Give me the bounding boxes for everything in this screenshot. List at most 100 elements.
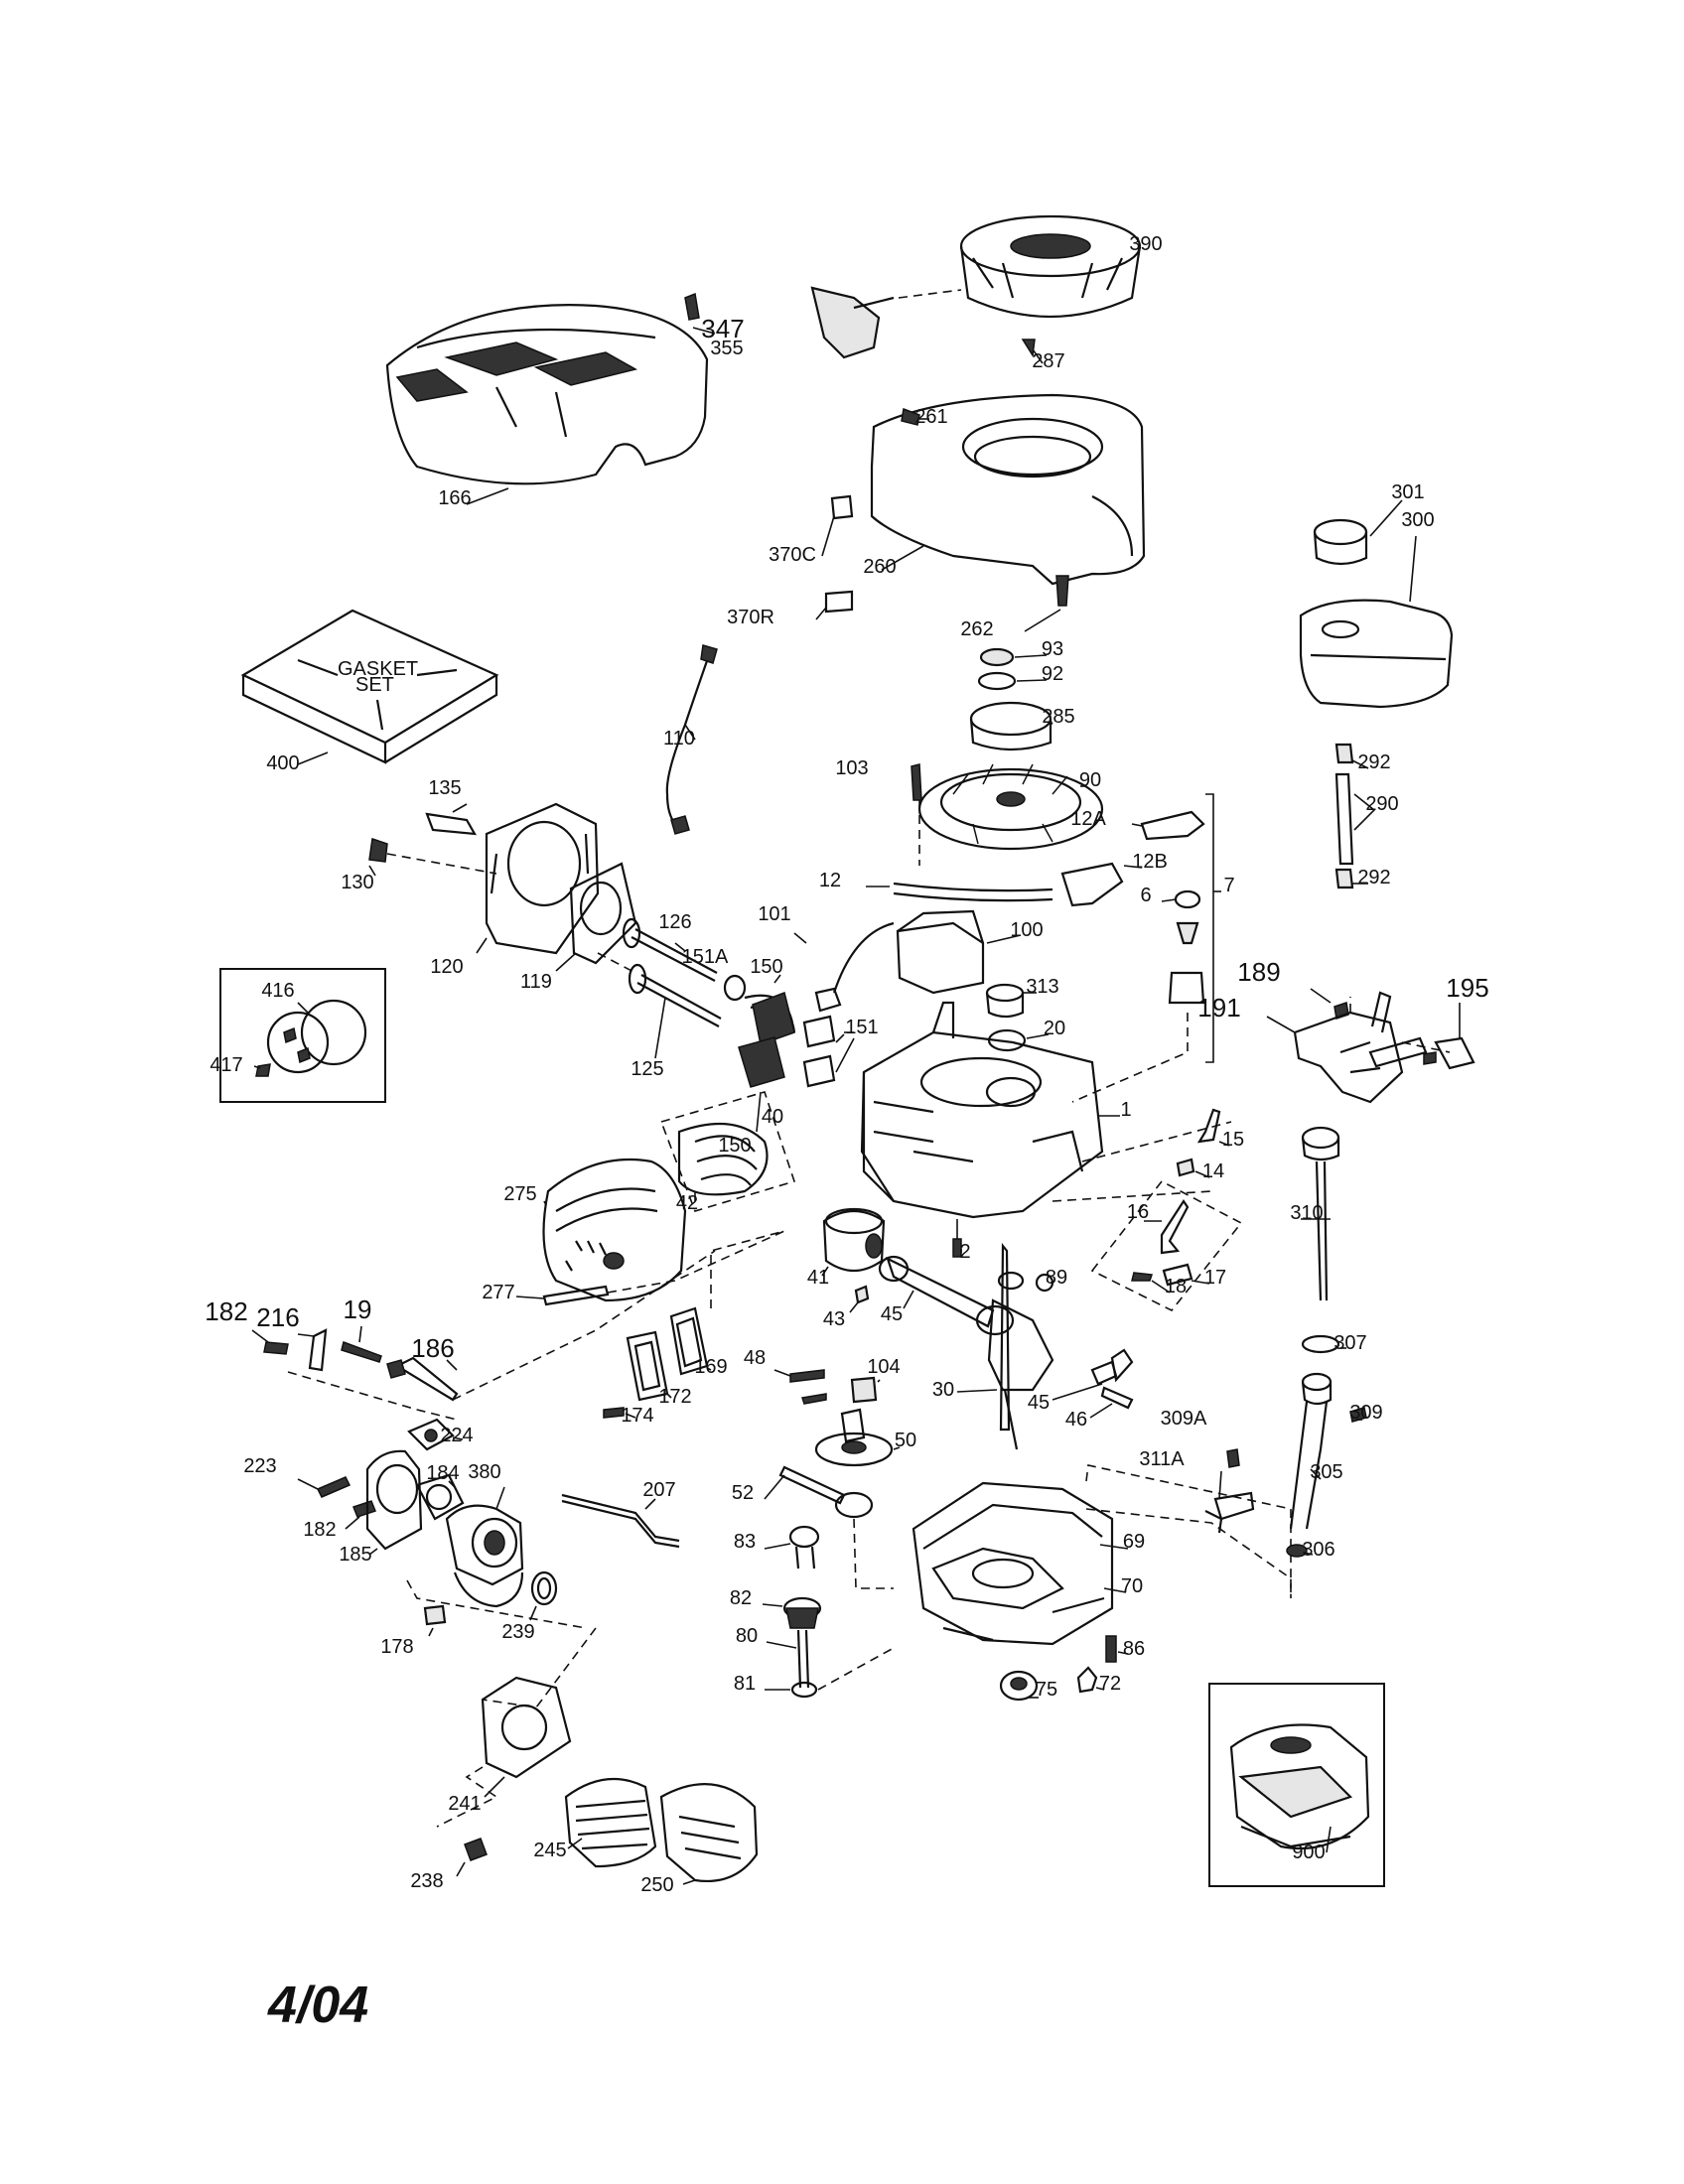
- muffler: [515, 1158, 785, 1306]
- linkage-parts: [1090, 1108, 1243, 1312]
- callout-125: 125: [631, 1058, 663, 1080]
- callout-42: 42: [676, 1192, 698, 1214]
- callout-178: 178: [380, 1636, 413, 1658]
- callout-12A: 12A: [1070, 808, 1106, 830]
- gasket-label-2: SET: [355, 674, 394, 696]
- valve-train: [622, 917, 855, 1133]
- seals: [985, 983, 1050, 1052]
- callout-93: 93: [1042, 638, 1063, 660]
- callout-48: 48: [744, 1347, 766, 1369]
- callout-2: 2: [959, 1241, 970, 1263]
- callout-189: 189: [1237, 957, 1280, 987]
- callout-7: 7: [1223, 875, 1234, 896]
- callout-110: 110: [663, 728, 695, 750]
- callout-135: 135: [428, 777, 461, 799]
- callout-182: 182: [205, 1297, 247, 1326]
- callout-18: 18: [1165, 1276, 1187, 1297]
- callout-300: 300: [1401, 509, 1434, 531]
- callout-90: 90: [1079, 769, 1101, 791]
- callout-50: 50: [895, 1430, 916, 1451]
- callout-309: 309: [1349, 1402, 1382, 1424]
- callout-239: 239: [501, 1621, 534, 1643]
- callout-241: 241: [448, 1793, 481, 1815]
- callout-313: 313: [1026, 976, 1058, 998]
- callout-52: 52: [732, 1482, 754, 1504]
- callout-355: 355: [710, 338, 743, 359]
- callout-15: 15: [1222, 1129, 1244, 1151]
- recoil-starter: [810, 214, 1142, 364]
- callout-17: 17: [1204, 1267, 1226, 1289]
- callout-89: 89: [1046, 1267, 1067, 1289]
- carburetor-linkage: [251, 1250, 716, 1530]
- callout-151A: 151A: [682, 946, 729, 968]
- callout-182: 182: [303, 1519, 336, 1541]
- ignition-coil: [793, 909, 1022, 1013]
- callout-275: 275: [503, 1183, 536, 1205]
- callout-169: 169: [694, 1356, 727, 1378]
- callout-223: 223: [243, 1455, 276, 1477]
- callout-370C: 370C: [769, 544, 816, 566]
- callout-174: 174: [621, 1405, 653, 1427]
- callout-151: 151: [845, 1017, 878, 1038]
- callout-41: 41: [807, 1267, 829, 1289]
- callout-82: 82: [730, 1587, 752, 1609]
- callout-30: 30: [932, 1379, 954, 1401]
- callout-370R: 370R: [727, 607, 774, 628]
- callout-86: 86: [1123, 1638, 1145, 1660]
- callout-224: 224: [440, 1425, 473, 1446]
- callout-347: 347: [701, 314, 744, 343]
- callout-301: 301: [1391, 481, 1424, 503]
- callout-306: 306: [1302, 1539, 1334, 1561]
- ground-wire: [665, 644, 718, 835]
- ignition-lead: [866, 793, 1221, 1103]
- callout-390: 390: [1129, 233, 1162, 255]
- callout-12B: 12B: [1132, 851, 1168, 873]
- callout-83: 83: [734, 1531, 756, 1553]
- callout-380: 380: [468, 1461, 500, 1483]
- callout-245: 245: [533, 1840, 566, 1861]
- callout-310: 310: [1290, 1202, 1323, 1224]
- engine-inset: [1208, 1683, 1385, 1887]
- callout-69: 69: [1123, 1531, 1145, 1553]
- cylinder-head: [368, 802, 637, 974]
- valve-cover-inset: [219, 968, 386, 1103]
- callout-101: 101: [758, 903, 790, 925]
- callout-900: 900: [1292, 1842, 1325, 1863]
- crankcase-cover: [912, 1464, 1292, 1702]
- callout-290: 290: [1365, 793, 1398, 815]
- callout-45: 45: [881, 1303, 903, 1325]
- callout-185: 185: [339, 1544, 371, 1566]
- dipstick-tube: [1085, 1126, 1367, 1598]
- carburetor: [365, 1449, 597, 1708]
- callout-305: 305: [1310, 1461, 1342, 1483]
- callout-150: 150: [750, 956, 782, 978]
- callout-1: 1: [1120, 1099, 1131, 1121]
- callout-119: 119: [520, 971, 552, 993]
- callout-12: 12: [819, 870, 841, 891]
- callout-104: 104: [867, 1356, 900, 1378]
- engine-block: [860, 1001, 1232, 1219]
- blower-housing: [815, 393, 1146, 632]
- callout-6: 6: [1140, 885, 1151, 906]
- camshaft-gears: [762, 1369, 901, 1699]
- callout-46: 46: [1065, 1409, 1087, 1431]
- engine-cover: [385, 292, 716, 505]
- callout-45: 45: [1028, 1392, 1050, 1414]
- callout-216: 216: [256, 1302, 299, 1332]
- callout-207: 207: [642, 1479, 675, 1501]
- callout-72: 72: [1099, 1673, 1121, 1695]
- air-cleaner: [436, 1676, 759, 1885]
- callout-400: 400: [266, 752, 299, 774]
- callout-184: 184: [426, 1462, 459, 1484]
- callout-277: 277: [482, 1282, 514, 1303]
- callout-92: 92: [1042, 663, 1063, 685]
- piston-assembly: [659, 1091, 1134, 1450]
- gasket-label-1: GASKET: [338, 658, 418, 680]
- callout-311A: 311A: [1139, 1448, 1185, 1470]
- callout-100: 100: [1010, 919, 1043, 941]
- callout-292: 292: [1357, 867, 1390, 888]
- callout-287: 287: [1032, 350, 1064, 372]
- governor-rod: [561, 1493, 680, 1549]
- callout-166: 166: [438, 487, 471, 509]
